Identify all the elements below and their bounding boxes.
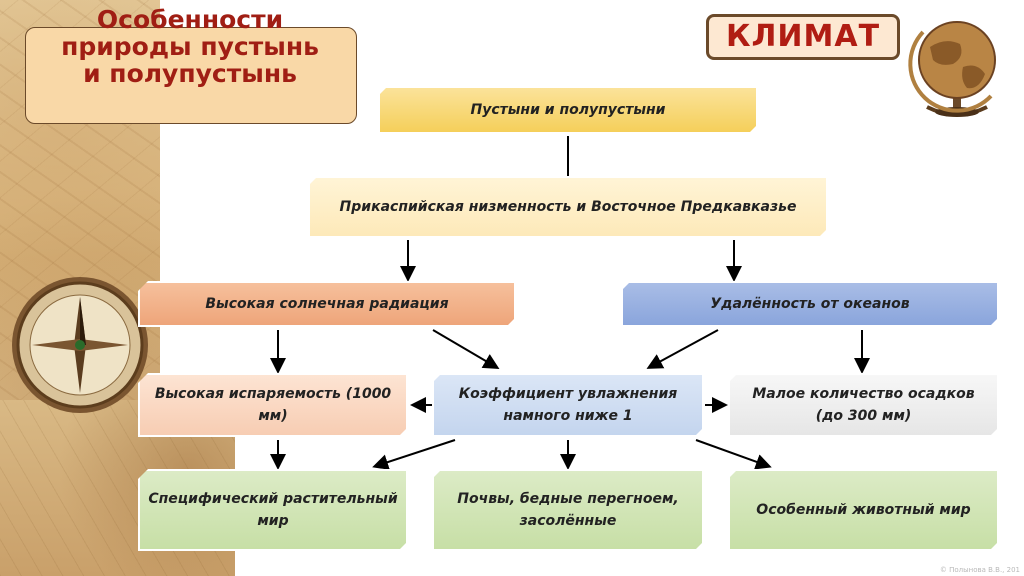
copyright-text: © Полынова В.В., 201 xyxy=(939,566,1020,574)
title-box xyxy=(25,27,357,124)
node-radiation: Высокая солнечная радиация xyxy=(138,281,516,327)
node-ocean: Удалённость от океанов xyxy=(621,281,999,327)
node-fauna: Особенный животный мир xyxy=(728,469,999,551)
arrow xyxy=(646,329,719,369)
node-region: Прикаспийская низменность и Восточное Пр… xyxy=(308,176,828,238)
node-precipitation: Малое количество осадков (до 300 мм) xyxy=(728,373,999,437)
arrow xyxy=(695,439,772,470)
page-title: Особенности природы пустынь и полупустын… xyxy=(61,5,319,88)
node-soils: Почвы, бедные перегноем, засолённые xyxy=(432,469,704,551)
node-evaporation: Высокая испаряемость (1000 мм) xyxy=(138,373,408,437)
arrow xyxy=(372,439,456,470)
compass-icon xyxy=(12,277,148,413)
globe-icon xyxy=(908,21,996,117)
arrow xyxy=(432,329,500,370)
node-humidity: Коэффициент увлажнения намного ниже 1 xyxy=(432,373,704,437)
climate-badge: КЛИМАТ xyxy=(706,14,900,60)
node-deserts: Пустыни и полупустыни xyxy=(378,86,758,134)
node-flora: Специфический растительный мир xyxy=(138,469,408,551)
